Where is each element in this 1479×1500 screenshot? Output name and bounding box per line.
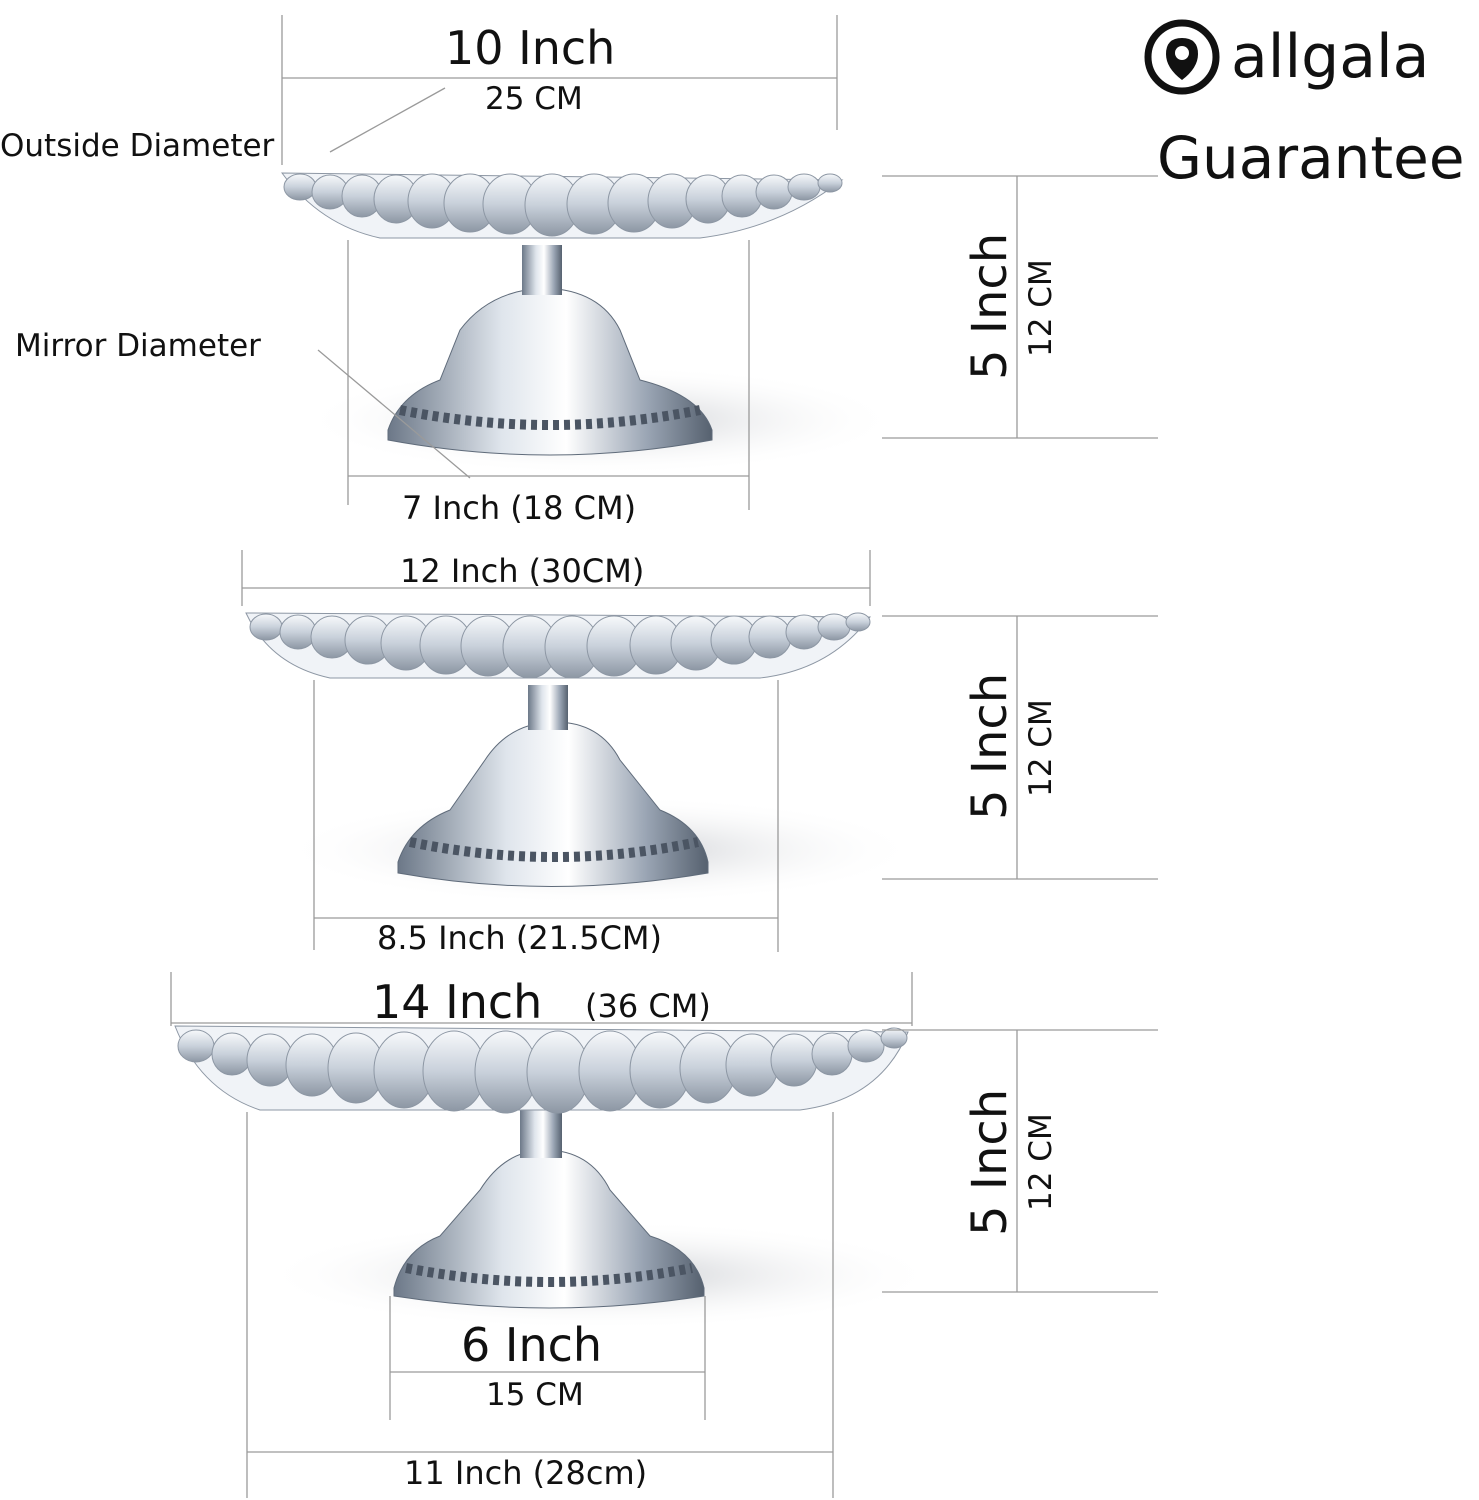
cake-stand-medium xyxy=(245,612,920,905)
height-inch: 5 Inch xyxy=(962,1088,1018,1236)
stand-base xyxy=(387,287,713,456)
base-diameter: 8.5 Inch (21.5CM) xyxy=(377,919,662,957)
stand-base xyxy=(393,1149,705,1309)
height-cm: 12 CM xyxy=(1023,259,1059,357)
height-cm: 12 CM xyxy=(1023,1113,1059,1211)
stand-stem xyxy=(520,1110,562,1158)
height-inch: 5 Inch xyxy=(962,232,1018,380)
outside-diameter-cm: (36 CM) xyxy=(585,987,711,1025)
base-diameter: 7 Inch (18 CM) xyxy=(402,489,637,527)
cake-stand-large xyxy=(174,1025,940,1330)
outside-diameter-inch: 10 Inch xyxy=(445,21,616,75)
outside-diameter-cm: 25 CM xyxy=(485,81,583,117)
outside-diameter-inch: 14 Inch xyxy=(372,975,543,1029)
stand-stem xyxy=(522,245,562,295)
crystal-row xyxy=(249,612,871,679)
outside-diameter-callout: Outside Diameter xyxy=(0,128,275,164)
brand-tagline: Guarantee xyxy=(1157,124,1465,192)
stand-stem xyxy=(528,685,568,730)
outside-diameter: 12 Inch (30CM) xyxy=(400,552,645,590)
cake-stand-small xyxy=(281,172,900,475)
base-pattern xyxy=(408,837,700,862)
height-inch: 5 Inch xyxy=(962,672,1018,820)
allgala-logo-icon xyxy=(1144,19,1220,95)
brand-header: allgala xyxy=(1143,18,1429,96)
base-pattern xyxy=(405,1263,693,1287)
mirror-diameter-callout: Mirror Diameter xyxy=(15,328,261,364)
height-cm: 12 CM xyxy=(1023,699,1059,797)
brand-name: allgala xyxy=(1231,22,1430,92)
crystal-row xyxy=(177,1027,908,1114)
mirror-diameter-cm: 15 CM xyxy=(486,1377,584,1413)
mirror-diameter-inch: 6 Inch xyxy=(461,1318,603,1372)
crystal-row xyxy=(283,173,843,237)
stand-base xyxy=(397,721,709,887)
base-diameter: 11 Inch (28cm) xyxy=(404,1454,648,1492)
dimension-lines xyxy=(170,15,1158,1498)
